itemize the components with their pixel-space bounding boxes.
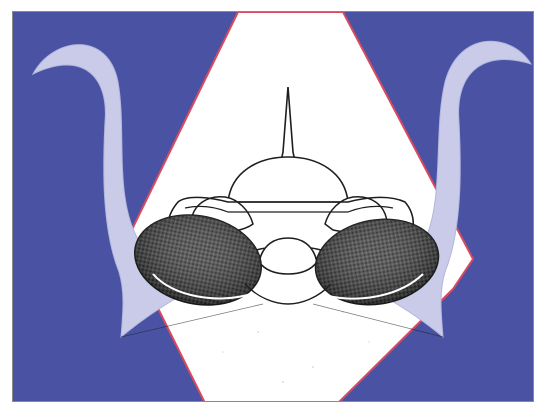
insect-head-illustration: [12, 11, 534, 402]
